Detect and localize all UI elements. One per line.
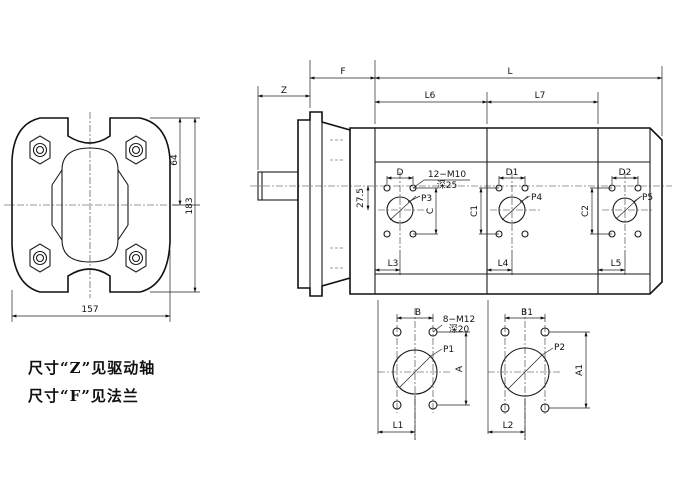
dim-d: D	[397, 168, 404, 178]
dim-l4: L4	[498, 259, 509, 269]
port-p4-label: P4	[531, 193, 542, 203]
dim-d2: D2	[619, 168, 632, 178]
dim-a: A	[455, 365, 465, 372]
port-p4-group	[490, 172, 540, 250]
dim-27-5: 27.5	[356, 188, 366, 208]
mounting-flange	[297, 111, 351, 297]
dim-183: 183	[185, 197, 195, 214]
dim-b1: B1	[521, 308, 533, 318]
port-p1-label: P1	[443, 345, 454, 355]
pump-body	[349, 127, 663, 295]
front-body-outline	[11, 117, 171, 293]
dim-d1: D1	[506, 168, 519, 178]
dim-c: C	[426, 208, 436, 214]
port-p5-group	[602, 172, 652, 250]
port-p2-label: P2	[554, 343, 565, 353]
dim-64: 64	[170, 154, 180, 166]
port-p5-label: P5	[642, 193, 653, 203]
dim-l5: L5	[611, 259, 622, 269]
bolt-bottom-right	[125, 243, 147, 273]
thread-port: 8−M12	[443, 315, 475, 325]
dim-f: F	[340, 67, 345, 77]
thread-port-depth: 深20	[449, 324, 470, 335]
thread-main: 12−M10	[428, 170, 466, 180]
port-view-dims: B B1 8−M12 深20 P1 P2 A A1 L1 L2	[377, 308, 590, 440]
dim-l6: L6	[425, 91, 436, 101]
dim-a1: A1	[575, 364, 585, 376]
port-p3-label: P3	[421, 194, 432, 204]
dim-l3: L3	[388, 259, 399, 269]
dim-l7: L7	[535, 91, 546, 101]
bolt-bottom-left	[29, 243, 51, 273]
dim-l1: L1	[393, 421, 404, 431]
note-dimension-z: 尺寸“Z”见驱动轴	[28, 359, 156, 377]
dim-c1: C1	[470, 205, 480, 217]
bolt-top-left	[29, 135, 51, 165]
note-dimension-f: 尺寸“F”见法兰	[28, 387, 139, 405]
port-view-p2	[487, 300, 562, 440]
port-p3-group	[378, 172, 430, 250]
dim-c2: C2	[581, 205, 591, 217]
bolt-top-right	[125, 135, 147, 165]
dim-b: B	[415, 308, 421, 318]
dim-l2: L2	[503, 421, 514, 431]
front-view: 64 183 157	[4, 112, 200, 322]
thread-main-depth: 深25	[437, 180, 457, 191]
side-view: Z F L L6 L7 D D1 D2 12−M1	[250, 60, 672, 297]
dim-l: L	[507, 67, 512, 77]
dim-z: Z	[281, 86, 287, 96]
dim-157: 157	[81, 305, 98, 315]
